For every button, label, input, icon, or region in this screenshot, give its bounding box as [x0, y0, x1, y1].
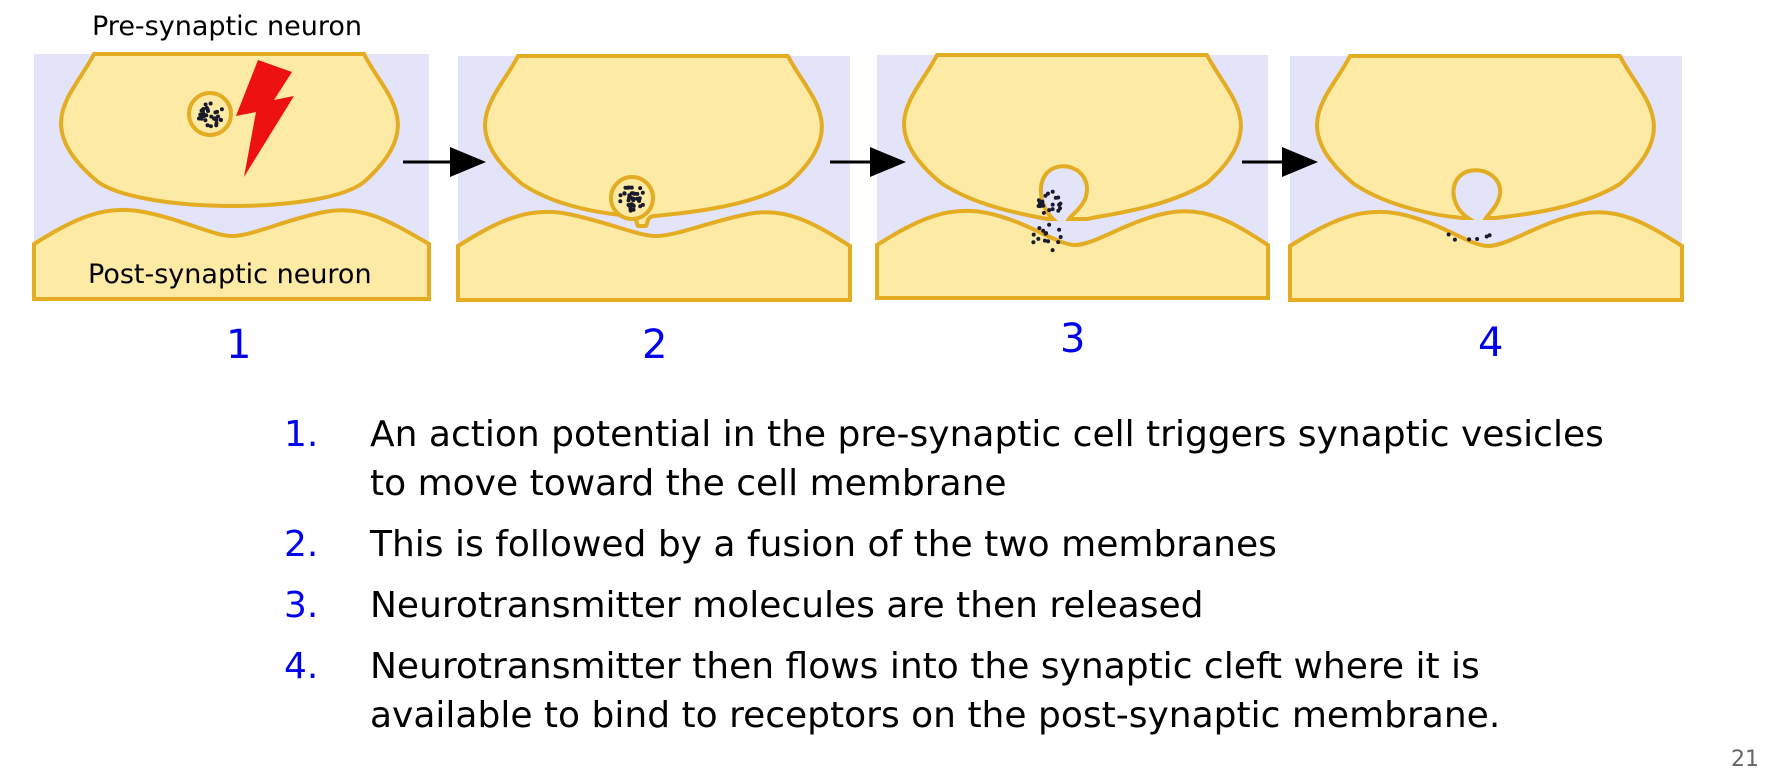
step-item: 4. Neurotransmitter then flows into the …: [284, 642, 1604, 740]
pre-synaptic-neuron-shape: [483, 54, 824, 228]
panel-1: [32, 52, 431, 301]
step-number: 4.: [284, 646, 319, 687]
pre-synaptic-neuron-shape: [1315, 54, 1656, 220]
post-synaptic-label: Post-synaptic neuron: [88, 259, 372, 290]
step-item: 2. This is followed by a fusion of the t…: [284, 520, 1604, 569]
step-text: This is followed by a fusion of the two …: [370, 524, 1277, 565]
step-item: 3. Neurotransmitter molecules are then r…: [284, 581, 1604, 630]
neurotransmitter-dots: [1446, 232, 1492, 242]
pre-synaptic-label: Pre-synaptic neuron: [92, 11, 362, 42]
pre-synaptic-neuron-shape: [59, 52, 400, 208]
lightning-icon: [236, 60, 294, 177]
post-synaptic-neuron-shape: [456, 209, 852, 302]
neurotransmitter-dots: [1036, 189, 1063, 215]
panel-number-2: 2: [642, 322, 668, 368]
neurotransmitter-dots: [1031, 222, 1063, 253]
step-number: 2.: [284, 524, 319, 565]
step-text: An action potential in the pre-synaptic …: [370, 414, 1604, 504]
panel-number-4: 4: [1478, 320, 1504, 366]
step-item: 1. An action potential in the pre-synapt…: [284, 410, 1604, 508]
panel-4: [1288, 54, 1684, 302]
step-text: Neurotransmitter molecules are then rele…: [370, 585, 1204, 626]
post-synaptic-neuron-shape: [1288, 209, 1684, 302]
step-list: 1. An action potential in the pre-synapt…: [284, 410, 1604, 752]
step-number: 1.: [284, 414, 319, 455]
neurotransmitter-dots: [197, 101, 224, 129]
step-text: Neurotransmitter then flows into the syn…: [370, 646, 1501, 736]
step-number: 3.: [284, 585, 319, 626]
synaptic-vesicle: [187, 91, 233, 137]
neurotransmitter-dots: [618, 185, 645, 213]
pre-synaptic-neuron-shape: [902, 53, 1243, 221]
post-synaptic-neuron-shape: [32, 207, 431, 301]
panel-number-1: 1: [226, 322, 252, 368]
synapse-diagram: [32, 52, 1684, 302]
panel-number-3: 3: [1060, 316, 1086, 362]
page-number: 21: [1731, 747, 1759, 772]
panel-3: [875, 53, 1270, 300]
panel-2: [456, 54, 852, 302]
post-synaptic-neuron-shape: [875, 208, 1270, 300]
